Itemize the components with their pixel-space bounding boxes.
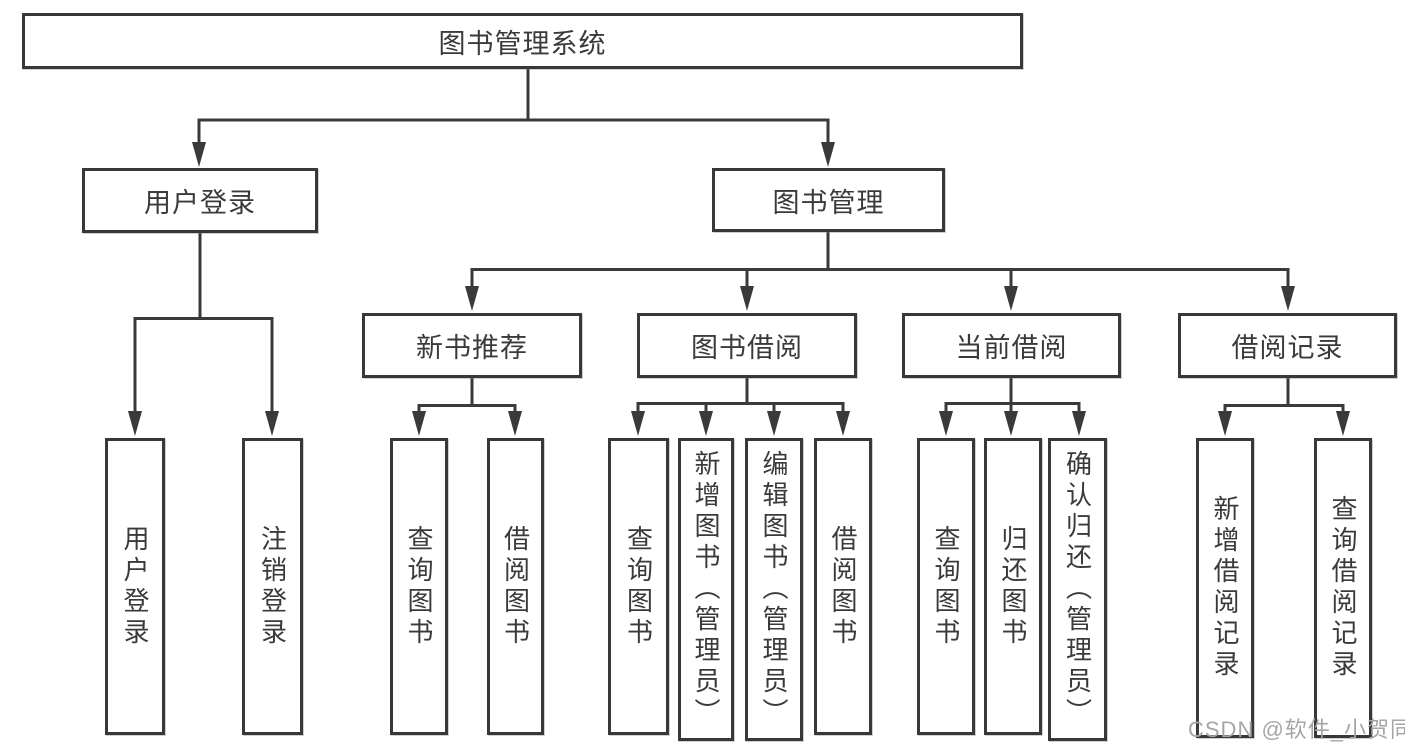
node-label: 确认归还（管理员）	[1062, 450, 1093, 729]
connector-current-borrowing-children	[939, 378, 1086, 436]
node-label: 用户登录	[144, 188, 256, 218]
node-confirm-return-admin: 确认归还（管理员）	[1048, 438, 1107, 741]
node-label: 编辑图书（管理员）	[759, 450, 789, 729]
node-edit-books-admin: 编辑图书（管理员）	[745, 438, 803, 741]
node-return-books: 归还图书	[984, 438, 1042, 735]
node-label: 当前借阅	[955, 333, 1068, 363]
connector-root-to-branches	[192, 69, 835, 167]
node-user-login-branch: 用户登录	[82, 168, 318, 233]
node-label: 归还图书	[998, 524, 1028, 649]
node-query-borrow-record: 查询借阅记录	[1314, 438, 1372, 738]
node-label: 新增图书（管理员）	[691, 450, 721, 729]
node-label: 图书管理系统	[438, 28, 607, 59]
connector-book-borrowing-children	[631, 378, 850, 436]
node-user-login-leaf: 用户登录	[105, 438, 165, 735]
node-label: 查询图书	[623, 524, 654, 649]
node-book-management-branch: 图书管理	[712, 168, 945, 232]
node-book-borrowing: 图书借阅	[637, 313, 857, 378]
node-add-books-admin: 新增图书（管理员）	[678, 438, 734, 741]
node-borrow-books-recommend: 借阅图书	[487, 438, 544, 735]
node-library-management-system: 图书管理系统	[22, 13, 1023, 69]
connector-user-login-children	[128, 233, 279, 436]
node-query-books-borrowing: 查询图书	[608, 438, 669, 735]
node-label: 新增借阅记录	[1210, 495, 1240, 681]
node-current-borrowing: 当前借阅	[902, 313, 1121, 378]
node-query-books-current: 查询图书	[917, 438, 975, 735]
node-label: 借阅图书	[828, 524, 858, 649]
node-label: 用户登录	[120, 524, 150, 649]
connector-borrowing-records-children	[1218, 378, 1350, 436]
node-label: 查询借阅记录	[1328, 495, 1358, 681]
node-new-book-recommendation: 新书推荐	[362, 313, 582, 378]
node-label: 新书推荐	[416, 333, 528, 363]
node-logout-leaf: 注销登录	[242, 438, 303, 735]
node-label: 图书管理	[772, 187, 885, 218]
node-borrow-books-borrowing: 借阅图书	[814, 438, 872, 735]
node-label: 查询图书	[404, 524, 434, 649]
connector-book-management-children	[465, 232, 1295, 311]
node-query-books-recommend: 查询图书	[390, 438, 448, 735]
node-add-borrow-record: 新增借阅记录	[1196, 438, 1254, 738]
node-label: 图书借阅	[691, 333, 803, 363]
csdn-watermark: CSDN @软件_小贺同学	[1188, 717, 1405, 742]
node-label: 注销登录	[257, 524, 288, 649]
node-label: 借阅记录	[1231, 333, 1344, 363]
node-label: 查询图书	[931, 524, 961, 649]
node-label: 借阅图书	[500, 524, 531, 649]
node-borrowing-records: 借阅记录	[1178, 313, 1397, 378]
connector-new-book-children	[412, 378, 522, 436]
